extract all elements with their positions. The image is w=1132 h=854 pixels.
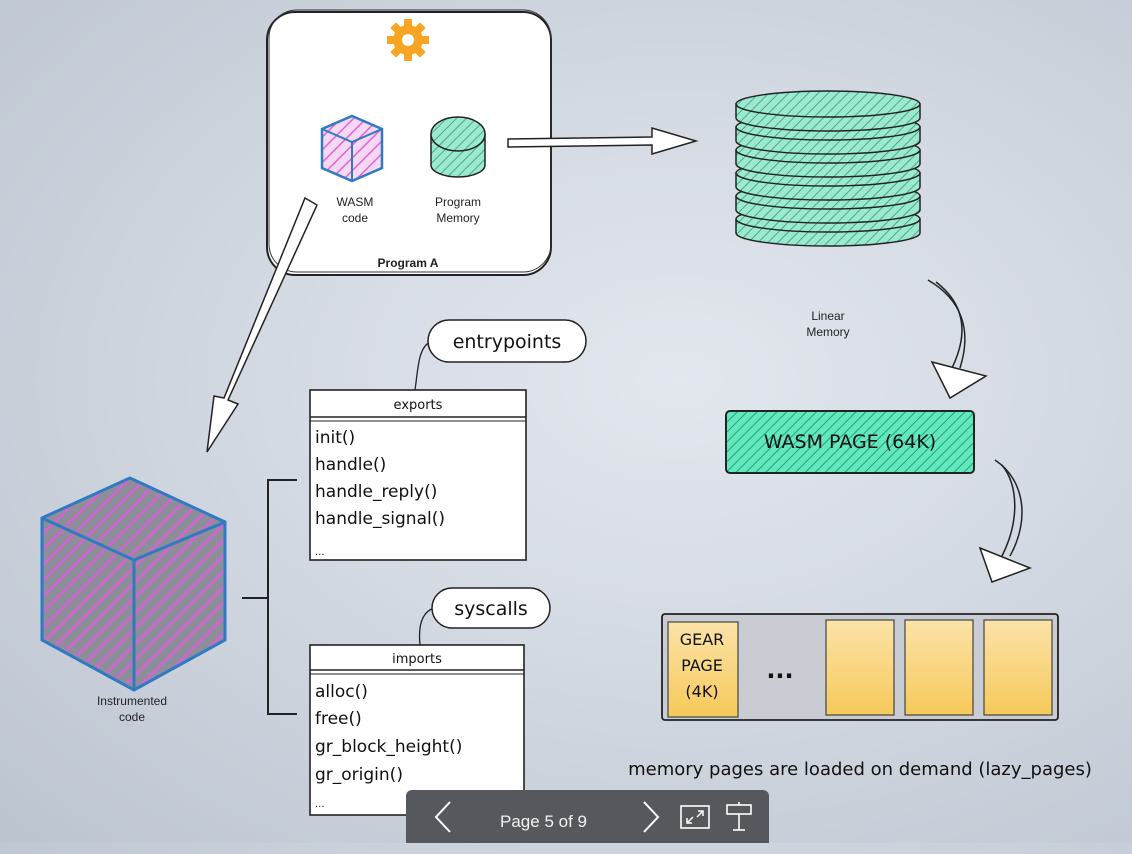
- chevron-right-icon: [643, 800, 660, 833]
- program-a-card: WASM code Program Memory Program A: [266, 9, 552, 276]
- gear-page-label-1: GEAR: [680, 630, 725, 649]
- instrumented-code-cube-icon: [40, 476, 227, 692]
- imports-table: imports alloc() free() gr_block_height()…: [309, 644, 525, 816]
- imports-item-alloc: alloc(): [315, 682, 368, 702]
- program-a-title: Program A: [378, 256, 439, 270]
- program-memory-cylinder-icon: [430, 116, 486, 178]
- imports-item-gr-block-height: gr_block_height(): [315, 737, 462, 757]
- instrumented-label-2: code: [119, 710, 145, 724]
- exit-fullscreen-button[interactable]: [676, 790, 714, 843]
- previous-page-button[interactable]: [420, 790, 466, 843]
- instrumented-label-1: Instrumented: [97, 694, 167, 708]
- exports-item-handle-reply: handle_reply(): [315, 482, 437, 502]
- program-memory-label-2: Memory: [436, 211, 479, 225]
- program-memory-label-1: Program: [435, 195, 481, 209]
- imports-item-free: free(): [315, 709, 362, 729]
- syscalls-callout: syscalls: [418, 587, 551, 646]
- gear-pages-strip: GEAR PAGE (4K) ...: [661, 613, 1059, 721]
- exports-item-handle: handle(): [315, 455, 386, 475]
- imports-item-gr-origin: gr_origin(): [315, 765, 403, 785]
- arrow-to-gear-pages: [978, 459, 1033, 583]
- presentation-icon: [726, 801, 752, 831]
- imports-header: imports: [392, 652, 442, 667]
- exit-fullscreen-icon: [680, 804, 710, 829]
- linear-memory-label-2: Memory: [806, 325, 849, 339]
- gear-page-label-2: PAGE: [681, 656, 723, 675]
- syscalls-label: syscalls: [454, 598, 528, 620]
- linear-memory-stack: [735, 90, 921, 247]
- slideshow-toolbar: Page 5 of 9: [406, 790, 769, 843]
- exports-item-more: ...: [315, 547, 325, 558]
- exports-item-handle-signal: handle_signal(): [315, 509, 445, 529]
- wasm-code-label-2: code: [342, 211, 368, 225]
- arrow-to-wasm-page: [927, 279, 988, 400]
- imports-item-more: ...: [315, 799, 325, 810]
- page-indicator: Page 5 of 9: [500, 812, 587, 831]
- wasm-page-label: WASM PAGE (64K): [764, 431, 936, 453]
- exports-item-init: init(): [315, 428, 355, 448]
- arrow-to-instrumented-code: [206, 196, 318, 453]
- gear-icon: [387, 19, 429, 61]
- exports-table: exports init() handle() handle_reply() h…: [309, 389, 527, 561]
- memory-disk-top: [735, 90, 921, 118]
- entrypoints-label: entrypoints: [453, 331, 562, 353]
- exports-header: exports: [394, 398, 443, 413]
- bracket-connector: [242, 479, 297, 715]
- entrypoints-callout: entrypoints: [414, 319, 587, 391]
- gear-page-label-3: (4K): [685, 682, 718, 701]
- wasm-code-label-1: WASM: [337, 195, 374, 209]
- next-page-button[interactable]: [630, 790, 672, 843]
- wasm-code-cube-icon: [320, 114, 384, 183]
- wasm-page-block: WASM PAGE (64K): [725, 410, 975, 474]
- arrow-to-linear-memory: [507, 126, 699, 156]
- lazy-pages-caption: memory pages are loaded on demand (lazy_…: [628, 759, 1092, 780]
- presenter-mode-button[interactable]: [720, 790, 758, 843]
- linear-memory-label-1: Linear: [811, 309, 844, 323]
- chevron-left-icon: [434, 800, 451, 833]
- gear-pages-ellipsis: ...: [766, 656, 793, 684]
